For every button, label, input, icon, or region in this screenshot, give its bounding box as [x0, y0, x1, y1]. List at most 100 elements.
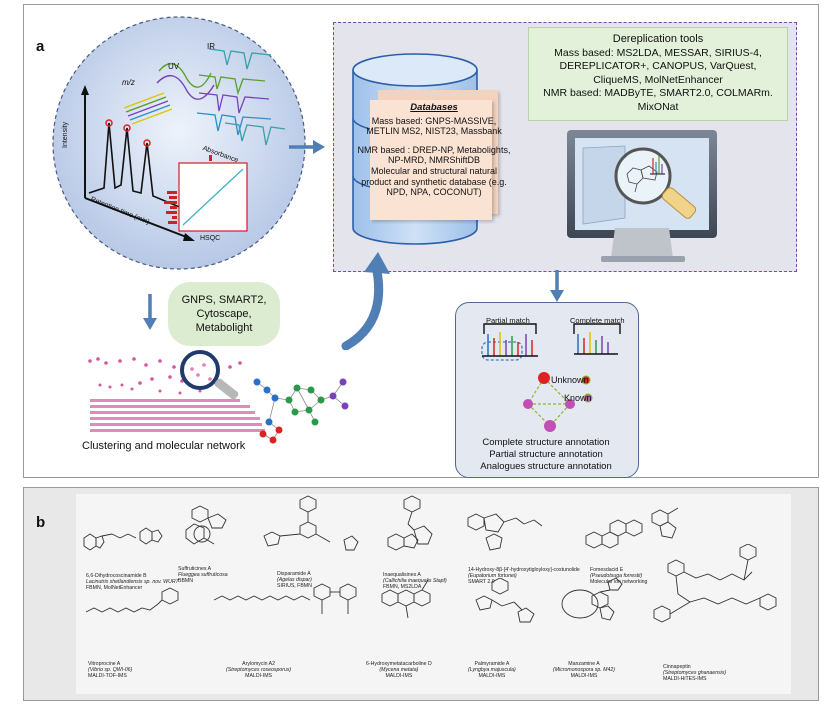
molecular-network	[253, 378, 349, 444]
clustering-dots	[88, 357, 265, 432]
structure-9-icon	[381, 580, 431, 619]
compound-6-caption: Fomesdacid E (Pseudotsuga forrestii) Mol…	[590, 567, 647, 586]
compound-11-caption: Manzamine A (Micromonospora sp. M42) MAL…	[553, 661, 615, 680]
arrow-down-left-icon	[143, 294, 157, 330]
compound-7-name: Vitroprocine A	[88, 661, 121, 667]
structure-4-icon	[387, 495, 433, 551]
compound-7-source: (Vibrio sp. QWI-06)	[88, 667, 133, 674]
compound-8-source: (Streptomyces roseosporus)	[226, 667, 292, 674]
compound-5-tool: SMART 2.0	[468, 579, 495, 586]
compound-9-source: (Mycena metata)	[379, 667, 419, 674]
structure-2-icon	[185, 505, 227, 545]
structure-3-icon	[263, 495, 359, 551]
tools-title: Dereplication tools	[612, 33, 704, 45]
mz-label: m/z	[122, 78, 135, 87]
compound-3-caption: Disparamide A (Agelas dispar) SIRIUS, FB…	[277, 571, 312, 590]
database-nmr: NMR based : DREP-NP, Metabolights, NP-MR…	[357, 144, 511, 166]
annotation-network	[523, 372, 593, 432]
ir-label: IR	[207, 42, 215, 51]
structure-1-icon	[83, 527, 163, 551]
curved-arrow-icon	[341, 252, 390, 350]
compound-8-caption: Arylomycin A2 (Streptomyces roseosporus)…	[226, 661, 291, 680]
compound-1-source: Lacinutrix shetlandiensis sp. nov. WUR7	[86, 579, 179, 586]
compound-9-tool: MALDI-IMS	[385, 673, 413, 680]
partial-match-label: Partial match	[486, 316, 530, 325]
annotation-list: Complete structure annotation Partial st…	[462, 437, 630, 473]
compound-3-name: Disparamide A	[277, 571, 311, 577]
compound-4-caption: Inaequalisines A (Callichilia inaequalis…	[383, 572, 447, 591]
match-box	[455, 302, 639, 478]
compound-2-name: Suffruticines A	[178, 566, 212, 572]
arrow-right-icon	[289, 140, 325, 154]
compound-5-name: 14-Hydroxy-8β-[4'-hydroxytigloyloxy]-cos…	[468, 567, 580, 573]
compound-6-name: Fomesdacid E	[590, 567, 624, 573]
compound-12-name: Cinnapeptin	[663, 664, 691, 670]
structure-8-icon	[213, 583, 357, 614]
compound-12-tool: MALDI-HiTES-IMS	[663, 676, 707, 683]
compound-9-caption: 6-Hydroxymetatacarboline D (Mycena metat…	[366, 661, 432, 680]
structure-10-icon	[475, 578, 535, 623]
database-text: Databases Mass based: GNPS-MASSIVE, METL…	[355, 102, 513, 198]
compound-7-tool: MALDI-TOF-IMS	[88, 673, 127, 680]
uv-label: UV	[168, 62, 180, 71]
compound-11-name: Manzamine A	[568, 661, 600, 667]
compound-4-name: Inaequalisines A	[383, 572, 421, 578]
annotation-partial: Partial structure annotation	[489, 449, 603, 460]
annotation-complete: Complete structure annotation	[482, 437, 610, 448]
panel-b-label: b	[36, 514, 46, 531]
hsqc-label: HSQC	[200, 235, 221, 242]
tools-nmr: NMR based: MADByTE, SMART2.0, COLMARm. M…	[543, 87, 773, 113]
spectra-circle	[52, 16, 306, 270]
compound-8-tool: MALDI-IMS	[245, 673, 272, 680]
match-spectra-icon	[481, 323, 621, 361]
compound-7-caption: Vitroprocine A (Vibrio sp. QWI-06) MALDI…	[88, 661, 132, 680]
compound-5-caption: 14-Hydroxy-8β-[4'-hydroxytigloyloxy]-cos…	[468, 567, 580, 586]
compound-1-caption: 6,6-Dihydrocoscinamide B Lacinutrix shet…	[86, 573, 178, 592]
compound-6-tool: Molecular ion networking	[590, 579, 648, 586]
panel-a-label: a	[36, 38, 45, 55]
compound-12-caption: Cinnapeptin (Streptomyces ghanaensis) MA…	[663, 664, 726, 683]
compound-10-source: (Lyngbya majuscula)	[468, 667, 516, 674]
database-natural: Molecular and structural natural product…	[361, 165, 507, 198]
structure-6-icon	[585, 507, 679, 549]
intensity-label: Intensity	[62, 121, 69, 148]
compound-6-source: (Pseudotsuga forrestii)	[590, 573, 643, 580]
tools-pill: GNPS, SMART2, Cytoscape, Metabolight	[168, 282, 280, 346]
complete-match-label: Complete match	[570, 316, 625, 325]
magnifier-icon	[180, 350, 239, 400]
compound-12-source: (Streptomyces ghanaensis)	[663, 670, 727, 677]
compound-10-caption: Palmyramide A (Lyngbya majuscula) MALDI-…	[468, 661, 516, 680]
structure-7-icon	[85, 587, 179, 613]
compound-10-tool: MALDI-IMS	[478, 673, 506, 680]
compound-3-tool: SIRIUS, FBMN	[277, 583, 312, 590]
known-label: Known	[564, 393, 592, 403]
arrow-down-icon	[550, 270, 564, 302]
structure-11-icon	[561, 577, 623, 621]
dereplication-tools-box: Dereplication tools Mass based: MS2LDA, …	[528, 27, 788, 121]
compound-4-source: (Callichilia inaequalis Stapf)	[383, 578, 447, 585]
structure-5-icon	[467, 513, 543, 551]
compound-5-source: (Eupatorium fortunei)	[468, 573, 517, 580]
annotation-analogues: Analogues structure annotation	[480, 461, 612, 472]
compound-2-caption: Suffruticines A Flueggea suffruticosa BB…	[178, 566, 228, 585]
compound-11-tool: MALDI-IMS	[570, 673, 598, 680]
compound-8-name: Arylomycin A2	[242, 661, 276, 667]
compound-1-name: 6,6-Dihydrocoscinamide B	[86, 573, 147, 579]
database-heading: Databases	[410, 102, 458, 113]
compound-3-source: (Agelas dispar)	[277, 577, 312, 584]
compound-11-source: (Micromonospora sp. M42)	[553, 667, 615, 674]
unknown-label: Unknown	[551, 375, 589, 385]
database-mass: Mass based: GNPS-MASSIVE, METLIN MS2, NI…	[366, 115, 502, 137]
compound-9-name: 6-Hydroxymetatacarboline D	[366, 661, 432, 667]
compound-4-tool: FBMN, MS2LDA	[383, 584, 422, 591]
monitor-magnifier-icon	[567, 130, 717, 262]
compounds-sheet	[76, 494, 791, 694]
structure-12-icon	[653, 544, 777, 623]
compound-1-tool: FBMN, MolNetEnhancer	[86, 585, 143, 592]
clustering-label: Clustering and molecular network	[82, 440, 246, 452]
tools-mass: Mass based: MS2LDA, MESSAR, SIRIUS-4, DE…	[554, 46, 762, 86]
database-doc-front	[370, 100, 492, 220]
compound-10-name: Palmyramide A	[474, 661, 510, 667]
compound-2-source: Flueggea suffruticosa	[178, 572, 228, 579]
compound-2-tool: BBMN	[178, 578, 193, 585]
